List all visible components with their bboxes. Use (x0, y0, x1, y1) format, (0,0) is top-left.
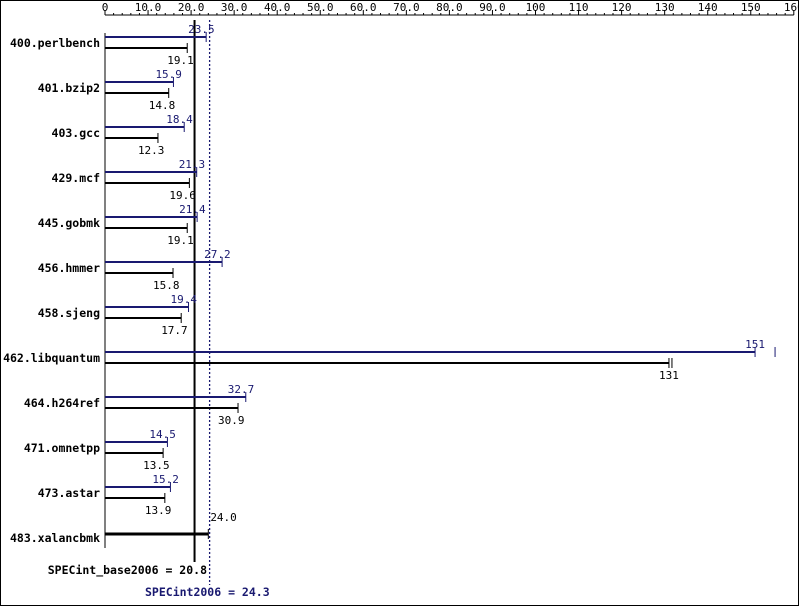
x-tick-label: 150 (741, 1, 761, 14)
x-axis: 0 10.0 20.0 30.0 40.0 50.0 60.0 70.0 80.0 90.0 100… (102, 1, 799, 548)
benchmark-label: 429.mcf (52, 171, 101, 185)
base-value-label: 12.3 (138, 144, 165, 157)
x-tick-label: 90.0 (479, 1, 506, 14)
peak-value-label: 19.4 (171, 293, 198, 306)
x-tick-label: 130 (655, 1, 675, 14)
peak-value-label: 14.5 (149, 428, 176, 441)
reference-lines (193, 20, 211, 585)
base-value-label: 17.7 (161, 324, 188, 337)
x-tick-label: 140 (698, 1, 718, 14)
peak-value-label: 21.4 (179, 203, 206, 216)
peak-value-label: 27.2 (204, 248, 231, 261)
base-value-label: 14.8 (149, 99, 176, 112)
peak-value-label: 32.7 (228, 383, 255, 396)
labels: 400.perlbench 23.5 19.1 401.bzip2 15.9 14.8 40… (3, 23, 765, 545)
x-tick-label: 70.0 (393, 1, 420, 14)
x-tick-label: 80.0 (436, 1, 463, 14)
benchmark-label: 462.libquantum (3, 351, 100, 365)
summary-peak-label: SPECint2006 = 24.3 (145, 585, 270, 599)
benchmark-label: 458.sjeng (38, 306, 100, 320)
peak-value-label: 15.9 (155, 68, 182, 81)
peak-value-label: 18.4 (166, 113, 193, 126)
x-tick-label: 100 (526, 1, 546, 14)
base-value-label: 15.8 (153, 279, 180, 292)
x-tick-label: 120 (612, 1, 632, 14)
base-value-label: 19.1 (167, 54, 194, 67)
benchmark-label: 400.perlbench (10, 36, 100, 50)
base-value-label: 19.1 (167, 234, 194, 247)
x-tick-label: 0 (102, 1, 109, 14)
summary-base-label: SPECint_base2006 = 20.8 (48, 563, 207, 578)
x-tick-label: 20.0 (178, 1, 205, 14)
x-tick-label: 60.0 (350, 1, 377, 14)
base-value-label: 131 (659, 369, 679, 382)
base-value-label: 13.5 (143, 459, 170, 472)
base-value-label: 24.0 (210, 511, 237, 524)
benchmark-label: 464.h264ref (24, 396, 100, 410)
benchmark-label: 483.xalancbmk (10, 531, 100, 545)
benchmark-label: 401.bzip2 (38, 81, 100, 95)
benchmark-label: 403.gcc (52, 126, 100, 140)
x-tick-label: 40.0 (264, 1, 291, 14)
base-value-label: 19.6 (169, 189, 196, 202)
x-tick-label: 110 (569, 1, 589, 14)
peak-value-label: 23.5 (188, 23, 215, 36)
peak-value-label: 151 (745, 338, 765, 351)
x-tick-label: 160 (784, 1, 799, 14)
peak-value-label: 21.3 (179, 158, 206, 171)
base-value-label: 30.9 (218, 414, 245, 427)
benchmark-label: 445.gobmk (38, 216, 100, 230)
x-tick-label: 50.0 (307, 1, 334, 14)
base-value-label: 13.9 (145, 504, 172, 517)
peak-value-label: 15.2 (152, 473, 179, 486)
x-tick-label: 30.0 (221, 1, 248, 14)
benchmark-label: 471.omnetpp (24, 441, 100, 455)
benchmark-label: 456.hmmer (38, 261, 100, 275)
x-tick-label: 10.0 (135, 1, 162, 14)
bars (105, 32, 776, 539)
benchmark-label: 473.astar (38, 486, 100, 500)
